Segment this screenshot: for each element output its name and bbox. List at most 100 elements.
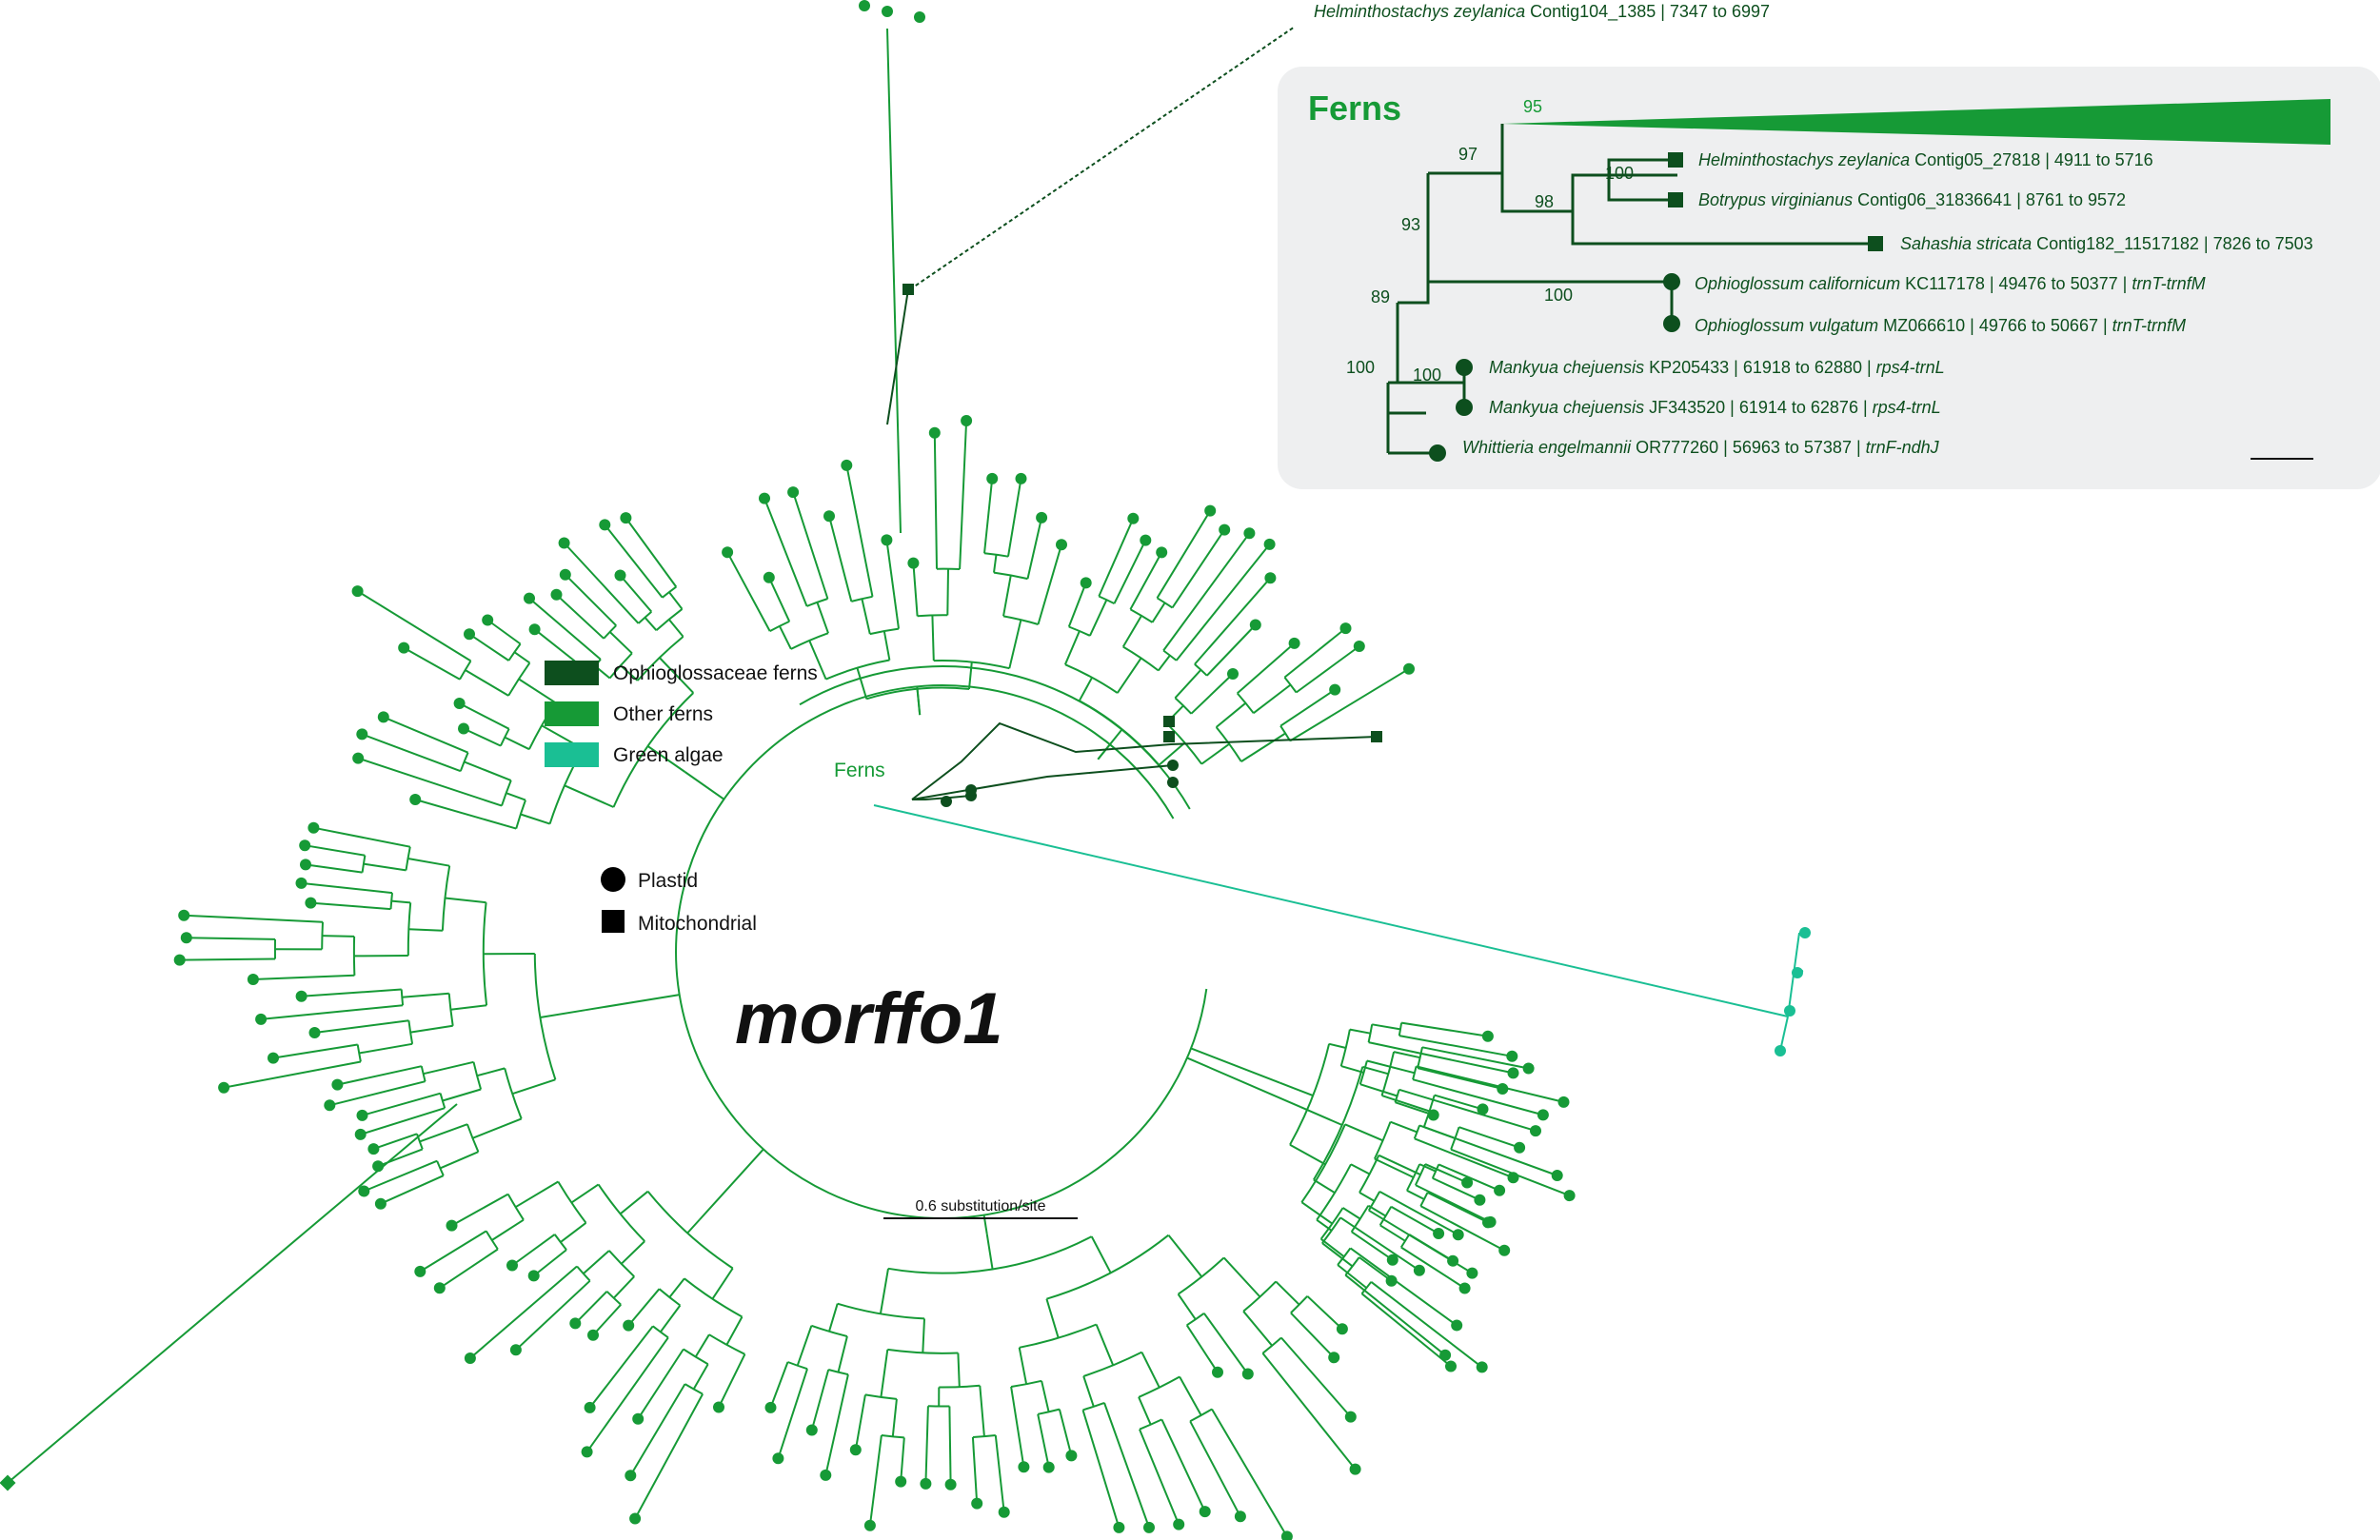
tree-branch [402,992,449,998]
tree-branch [1328,1042,1347,1049]
ferns-inset-panel: Ferns 95 97 100 98 93 100 89 100 100 Hel… [1278,67,2380,489]
tip-marker-plastid [178,909,190,921]
tree-branch [1320,1238,1345,1258]
tree-branch [1350,1247,1458,1327]
tree-branch [576,1265,591,1282]
tip-marker-plastid [351,585,364,598]
taxon-species: Botrypus virginianus [1698,190,1853,209]
tree-branch [668,1277,685,1298]
tree-branch [1319,1207,1344,1240]
tree-branch [1008,619,1022,669]
tip-marker-plastid [1042,1461,1055,1473]
tree-branch [272,1043,358,1059]
tree-branch [957,1352,961,1388]
tree-branch [363,1159,438,1193]
tree-branch [1121,615,1142,648]
tip-marker-plastid [1386,1254,1398,1266]
tree-branch [828,515,853,602]
tip-marker-plastid [920,1477,932,1490]
tree-branch [1139,1418,1162,1431]
tip-marker-plastid [849,1444,862,1456]
tree-branch [1344,1273,1446,1356]
tip-marker-plastid [1212,1366,1223,1378]
tree-branch [305,844,366,857]
tree-branch [389,892,393,910]
tip-marker-plastid [1385,1274,1398,1287]
tree-branch [585,1336,669,1452]
tip-marker-plastid [823,510,835,523]
tip-marker-plastid [1219,523,1231,536]
tip-marker-plastid [763,571,775,583]
tree-branch [810,1369,830,1431]
tree-branch [667,619,684,638]
tip-marker-plastid [1461,1176,1474,1189]
tree-branch [625,517,678,588]
tip-marker-plastid [1353,641,1365,652]
tree-branch [1289,667,1410,742]
tip-marker-plastid [300,859,311,871]
tree-branch [979,1385,985,1437]
tree-branch [1406,1189,1425,1200]
tree-branch [1400,1246,1466,1290]
tip-marker-plastid [895,1475,907,1488]
tree-branch [439,1151,479,1170]
tree-branch [684,771,724,800]
tip-marker-plastid [356,1109,368,1121]
tree-branch [515,1180,559,1209]
tree-branch [583,1250,610,1274]
tree-branch [518,678,557,704]
tree-branch [476,1067,506,1077]
tree-branch [1151,602,1166,623]
taxon-species: Ophioglossum vulgatum [1695,316,1878,335]
legend-label-ophio: Ophioglossaceae ferns [613,662,818,684]
tree-branch [574,1291,608,1325]
tip-marker-plastid [218,1081,230,1094]
tip-marker-plastid [998,1506,1010,1518]
tree-branch [1200,742,1230,765]
taxon-detail: JF343520 | 61914 to 62876 | [1644,398,1873,417]
tree-branch [485,1230,499,1251]
tree-branch [608,631,633,655]
top-callout-species: Helminthostachys zeylanica [1314,2,1525,21]
tree-branch [301,881,393,895]
tip-marker-plastid [464,1352,476,1364]
tip-marker-plastid [1015,472,1027,484]
tip-marker-plastid [414,1265,426,1277]
tip-marker-plastid [581,1446,593,1458]
tree-branch [1434,1094,1483,1111]
tree-branch [1279,688,1336,727]
tree-branch [305,863,363,874]
legend-label-algae: Green algae [613,744,724,766]
tip-marker-plastid [308,1027,321,1038]
tip-marker-plastid [620,512,632,524]
ophio-branch [911,764,1174,800]
inset-taxon-label: Whittieria engelmannii OR777260 | 56963 … [1462,438,1940,457]
tree-branch [1178,1256,1225,1295]
tip-marker-plastid [173,954,186,966]
tip-marker-plastid [1234,1510,1246,1523]
tree-branch [564,784,614,808]
tip-marker-plastid [1288,637,1300,649]
taxon-species: Mankyua chejuensis [1489,358,1644,377]
tip-marker-plastid [180,932,192,944]
tree-branch [1242,1311,1273,1347]
tree-branch [1158,741,1186,766]
tree-branch [879,1268,889,1314]
tree-branch [1279,1081,1314,1097]
tree-branch [854,1394,866,1451]
tip-marker-plastid [1113,1521,1125,1533]
tree-branch [1098,595,1115,604]
tree-branch [1261,1336,1282,1354]
tree-branch [1138,1375,1180,1398]
tree-branch [504,1068,523,1119]
tree-branch [506,792,526,801]
tree-branch [504,736,530,751]
inset-branch [1607,175,1677,202]
tree-branch [659,1304,682,1333]
tree-branch [868,1434,883,1526]
tip-marker-plastid [1167,777,1179,788]
tip-marker-plastid [1494,1184,1506,1196]
tip-marker-plastid [986,472,999,484]
tree-branch [994,1434,1005,1512]
tree-branch [1215,726,1242,762]
